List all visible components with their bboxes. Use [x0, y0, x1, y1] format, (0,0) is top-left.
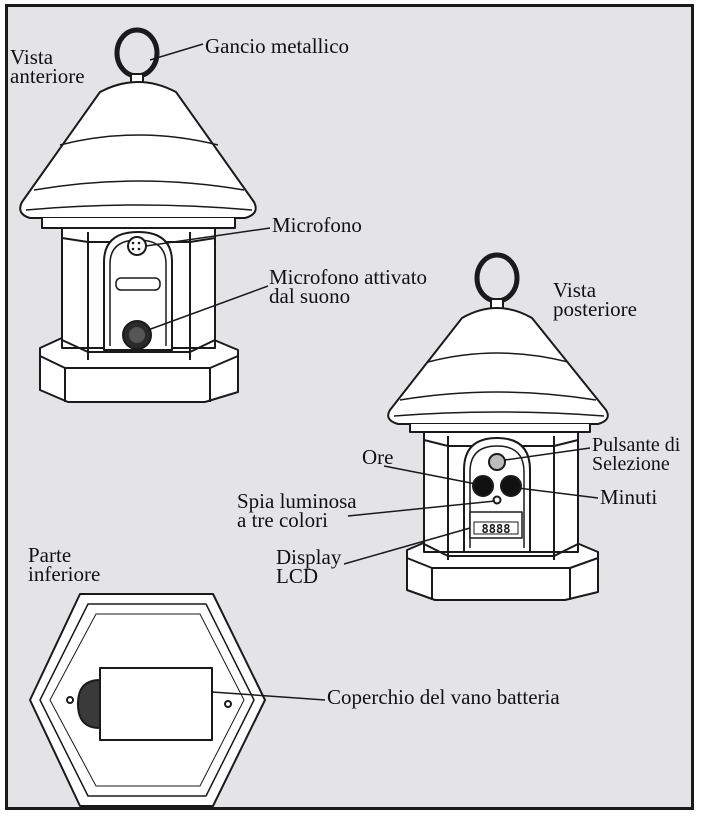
label-lcd-display: Display LCD	[276, 545, 342, 588]
front-logo	[115, 277, 161, 291]
label-front-view: Vista anteriore	[10, 45, 85, 88]
leader-lcd	[343, 527, 471, 565]
battery-cover-icon	[99, 667, 213, 741]
rear-select-button-icon	[488, 453, 506, 471]
rear-lcd-digits: 8888	[482, 522, 511, 536]
rear-led-icon	[492, 495, 502, 505]
battery-cover-tab	[77, 679, 101, 729]
label-metal-hook: Gancio metallico	[205, 34, 350, 58]
rear-hook-icon	[474, 252, 520, 304]
label-hours: Ore	[362, 445, 394, 469]
rear-hours-button-icon	[472, 475, 494, 497]
label-sound-mic: Microfono attivato dal suono	[269, 265, 428, 308]
label-select-button: Pulsante di Selezione	[592, 434, 681, 475]
rear-device: 8888	[387, 252, 609, 601]
leader-led	[347, 500, 496, 517]
leader-lines	[145, 43, 599, 701]
label-microphone: Microfono	[272, 213, 362, 237]
leader-hook	[149, 43, 204, 61]
label-battery-cover: Coperchio del vano batteria	[327, 685, 560, 709]
rear-minutes-button-icon	[500, 475, 522, 497]
label-rear-view: Vista posteriore	[553, 278, 637, 321]
label-minutes: Minuti	[600, 485, 658, 509]
front-roof	[19, 81, 257, 219]
front-hook-icon	[114, 27, 160, 79]
leader-sound-mic	[147, 285, 269, 331]
rear-roof	[387, 307, 609, 425]
label-tricolor-led: Spia luminosa a tre colori	[237, 489, 357, 532]
bottom-device	[29, 593, 266, 807]
leader-select	[504, 447, 591, 461]
front-microphone-icon	[127, 236, 147, 256]
leader-minutes	[517, 487, 599, 499]
label-bottom: Parte inferiore	[28, 543, 101, 586]
leader-microphone	[145, 227, 271, 247]
leader-hours	[383, 465, 477, 485]
front-face-panel	[103, 231, 173, 351]
leader-battery	[211, 691, 326, 701]
front-device	[19, 27, 257, 403]
